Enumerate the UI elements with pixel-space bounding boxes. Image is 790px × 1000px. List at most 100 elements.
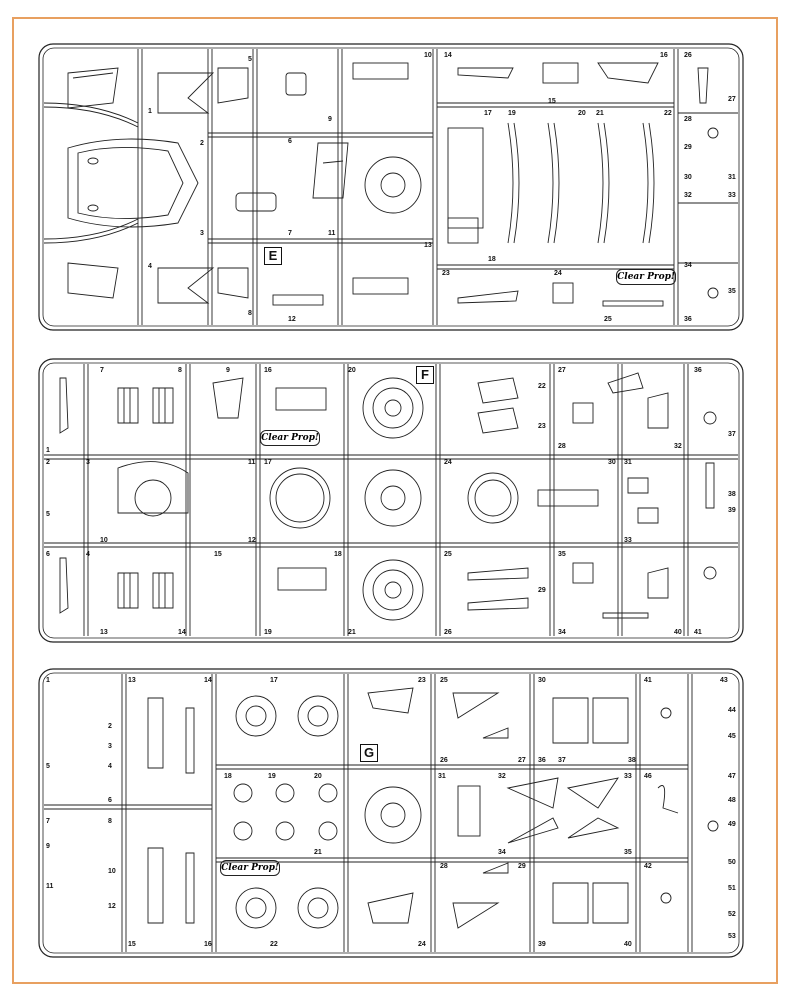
part-number-label: 49 <box>728 821 736 828</box>
part-number-label: 27 <box>518 757 526 764</box>
part-number-label: 14 <box>444 52 452 59</box>
part-number-label: 31 <box>438 773 446 780</box>
part-number-label: 47 <box>728 773 736 780</box>
part-number-label: 31 <box>624 459 632 466</box>
part-number-label: 11 <box>248 459 256 466</box>
part-number-label: 20 <box>578 110 586 117</box>
part-number-label: 19 <box>268 773 276 780</box>
part-number-label: 3 <box>200 230 204 237</box>
part-number-label: 18 <box>224 773 232 780</box>
part-number-label: 1 <box>46 677 50 684</box>
part-number-label: 46 <box>644 773 652 780</box>
part-number-label: 21 <box>314 849 322 856</box>
part-number-label: 32 <box>498 773 506 780</box>
part-number-label: 40 <box>674 629 682 636</box>
part-number-label: 38 <box>628 757 636 764</box>
part-number-label: 15 <box>548 98 556 105</box>
part-number-label: 31 <box>728 174 736 181</box>
part-number-label: 15 <box>128 941 136 948</box>
part-number-label: 41 <box>644 677 652 684</box>
part-number-label: 29 <box>518 863 526 870</box>
part-number-label: 17 <box>484 110 492 117</box>
part-number-label: 35 <box>558 551 566 558</box>
part-number-label: 13 <box>100 629 108 636</box>
part-number-label: 10 <box>108 868 116 875</box>
clear-prop-logo: Clear Prop! <box>616 269 676 285</box>
part-number-label: 37 <box>558 757 566 764</box>
part-number-label: 42 <box>644 863 652 870</box>
part-number-label: 39 <box>728 507 736 514</box>
part-number-label: 9 <box>226 367 230 374</box>
part-number-label: 2 <box>108 723 112 730</box>
part-number-label: 8 <box>248 310 252 317</box>
part-number-label: 34 <box>558 629 566 636</box>
part-number-label: 25 <box>604 316 612 323</box>
part-number-label: 35 <box>624 849 632 856</box>
part-number-label: 33 <box>624 773 632 780</box>
part-number-label: 29 <box>684 144 692 151</box>
part-number-label: 7 <box>46 818 50 825</box>
part-number-label: 26 <box>444 629 452 636</box>
part-number-label: 26 <box>684 52 692 59</box>
part-number-label: 16 <box>660 52 668 59</box>
part-number-label: 25 <box>444 551 452 558</box>
part-number-label: 2 <box>200 140 204 147</box>
part-number-label: 17 <box>270 677 278 684</box>
part-number-label: 40 <box>624 941 632 948</box>
part-number-label: 3 <box>108 743 112 750</box>
part-number-label: 15 <box>214 551 222 558</box>
part-number-label: 48 <box>728 797 736 804</box>
part-number-label: 44 <box>728 707 736 714</box>
part-number-label: 33 <box>728 192 736 199</box>
part-number-label: 41 <box>694 629 702 636</box>
part-number-label: 8 <box>108 818 112 825</box>
part-number-label: 6 <box>288 138 292 145</box>
part-number-label: 23 <box>538 423 546 430</box>
part-number-label: 21 <box>348 629 356 636</box>
part-number-label: 2 <box>46 459 50 466</box>
part-number-label: 1 <box>46 447 50 454</box>
part-number-label: 28 <box>558 443 566 450</box>
part-number-label: 27 <box>728 96 736 103</box>
part-number-label: 34 <box>684 262 692 269</box>
part-number-label: 30 <box>684 174 692 181</box>
part-number-label: 32 <box>684 192 692 199</box>
clear-prop-logo: Clear Prop! <box>220 860 280 876</box>
part-number-label: 10 <box>424 52 432 59</box>
part-number-label: 5 <box>46 763 50 770</box>
part-number-label: 28 <box>440 863 448 870</box>
part-number-label: 19 <box>508 110 516 117</box>
part-number-label: 25 <box>440 677 448 684</box>
clear-prop-logo: Clear Prop! <box>260 430 320 446</box>
part-number-label: 3 <box>86 459 90 466</box>
part-number-label: 12 <box>248 537 256 544</box>
part-number-label: 12 <box>108 903 116 910</box>
part-number-label: 28 <box>684 116 692 123</box>
part-number-label: 29 <box>538 587 546 594</box>
part-number-label: 24 <box>554 270 562 277</box>
part-number-label: 20 <box>314 773 322 780</box>
part-number-label: 4 <box>108 763 112 770</box>
part-number-label: 12 <box>288 316 296 323</box>
part-number-label: 43 <box>720 677 728 684</box>
part-number-label: 5 <box>248 56 252 63</box>
part-number-label: 51 <box>728 885 736 892</box>
part-number-label: 36 <box>694 367 702 374</box>
part-number-label: 1 <box>148 108 152 115</box>
part-number-label: 24 <box>444 459 452 466</box>
part-number-label: 45 <box>728 733 736 740</box>
part-number-label: 38 <box>728 491 736 498</box>
part-number-label: 36 <box>684 316 692 323</box>
part-number-label: 11 <box>328 230 336 237</box>
part-number-label: 17 <box>264 459 272 466</box>
part-number-label: 26 <box>440 757 448 764</box>
part-number-label: 52 <box>728 911 736 918</box>
part-number-label: 39 <box>538 941 546 948</box>
sprue-label: F <box>416 366 434 384</box>
part-number-label: 5 <box>46 511 50 518</box>
part-number-label: 22 <box>538 383 546 390</box>
